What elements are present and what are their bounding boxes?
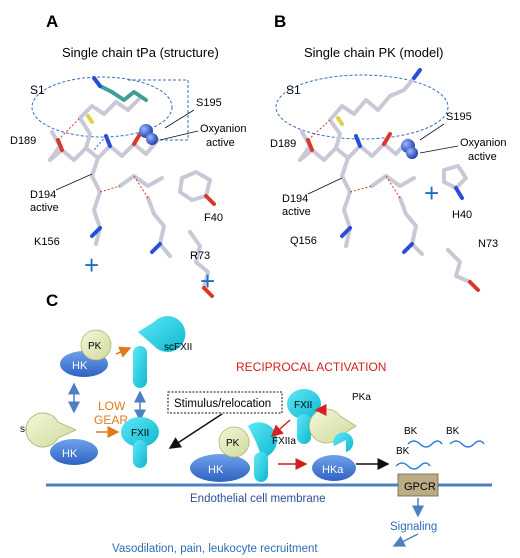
plus-icon-a2: + xyxy=(200,266,215,296)
low-gear-label-2: GEAR xyxy=(94,413,128,427)
arrow-pk-to-scfxii xyxy=(115,346,132,358)
scfxii-stem xyxy=(133,346,147,388)
s1-pocket-ellipse xyxy=(31,76,173,138)
label-h40: H40 xyxy=(452,209,472,221)
panel-a-title: Single chain tPa (structure) xyxy=(62,45,219,60)
hk-oval-mid xyxy=(190,454,250,482)
signaling-label: Signaling xyxy=(390,521,437,533)
tpa-stick-model xyxy=(48,76,216,298)
bk-label-2: BK xyxy=(446,426,460,437)
pk-label-mid: PK xyxy=(226,438,240,449)
fxiia-stem xyxy=(254,452,268,482)
scfxii-head xyxy=(138,316,186,352)
fxii-stem-top xyxy=(297,414,311,444)
arrow-stimulus xyxy=(168,413,223,449)
label-s195-a: S195 xyxy=(196,97,222,109)
hk-label-top: HK xyxy=(72,360,88,372)
low-gear-label-1: LOW xyxy=(98,399,126,413)
leader-s195-b xyxy=(419,123,445,141)
fxiia-head xyxy=(248,422,277,458)
label-d194-active-a: active xyxy=(30,202,59,214)
scpk-pacman xyxy=(25,412,77,448)
stimulus-label: Stimulus/relocation xyxy=(174,398,271,410)
label-s1-b: S1 xyxy=(286,83,301,97)
label-s1-a: S1 xyxy=(30,83,45,97)
oxyanion-box xyxy=(128,79,189,141)
hk-label-left: HK xyxy=(62,448,78,460)
reciprocal-label: RECIPROCAL ACTIVATION xyxy=(236,360,386,374)
panel-c: C HK PK scFXII LOW GEAR scPK HK FXII Sti… xyxy=(20,291,492,555)
bk-label-3: BK xyxy=(396,446,410,457)
bk-label-1: BK xyxy=(404,426,418,437)
fxii-stem-left xyxy=(133,440,147,468)
leader-d194-a xyxy=(55,173,93,191)
fxii-label-left: FXII xyxy=(131,428,149,439)
label-r73: R73 xyxy=(190,250,210,262)
leader-d194-b xyxy=(307,177,343,195)
leader-oxyanion-b xyxy=(419,145,459,154)
label-d194-a: D194 xyxy=(30,189,56,201)
fxiia-label: FXIIa xyxy=(272,436,296,447)
outcome-label: Vasodilation, pain, leukocyte recruitmen… xyxy=(112,543,318,555)
bk-wave-3 xyxy=(395,462,431,470)
label-f40: F40 xyxy=(204,212,223,224)
hka-oval xyxy=(312,455,356,481)
arrow-signaling-outcome xyxy=(392,533,419,547)
panel-b-letter: B xyxy=(274,12,286,31)
fxii-head-left xyxy=(121,417,159,447)
fxii-head-top xyxy=(287,389,321,419)
label-oxyanion-active-b: active xyxy=(468,151,497,163)
label-d194-active-b: active xyxy=(282,206,311,218)
panel-c-letter: C xyxy=(46,291,58,310)
hka-notch xyxy=(333,432,354,452)
oxyanion-sphere-b2 xyxy=(406,147,418,159)
label-oxyanion-active-a: active xyxy=(206,137,235,149)
label-d189-a: D189 xyxy=(10,135,36,147)
hk-oval-left xyxy=(50,439,98,465)
pk-stick-model xyxy=(298,68,480,292)
stimulus-box xyxy=(167,391,283,414)
label-oxyanion-b: Oxyanion xyxy=(460,137,506,149)
label-d194-b: D194 xyxy=(282,193,308,205)
pk-ball-top xyxy=(80,329,112,361)
label-n73: N73 xyxy=(478,238,498,250)
panel-a: A Single chain tPa (structure) xyxy=(10,12,246,298)
bk-wave-1 xyxy=(407,440,443,448)
oxyanion-sphere-2 xyxy=(146,133,158,145)
label-oxyanion-a: Oxyanion xyxy=(200,123,246,135)
leader-s195-a xyxy=(164,109,195,129)
leader-oxyanion-a xyxy=(159,130,199,141)
plus-icon-b: + xyxy=(424,178,439,208)
panel-a-letter: A xyxy=(46,12,58,31)
label-d189-b: D189 xyxy=(270,138,296,150)
hka-label: HKa xyxy=(322,464,344,476)
plus-icon-a1: + xyxy=(84,250,99,280)
bk-wave-2 xyxy=(449,440,485,448)
pka-label: PKa xyxy=(352,392,371,403)
tpa-hbonds xyxy=(57,117,149,199)
panel-b: B Single chain PK (model) xyxy=(270,12,506,292)
label-k156: K156 xyxy=(34,236,60,248)
tpa-hbonds-blue xyxy=(93,135,107,151)
s1-pocket-ellipse-b xyxy=(275,74,449,140)
scfxii-label: scFXII xyxy=(164,342,192,353)
hk-label-mid: HK xyxy=(208,464,224,476)
gpcr-label: GPCR xyxy=(404,481,436,493)
pk-ball-mid xyxy=(218,426,250,458)
panel-b-title: Single chain PK (model) xyxy=(304,45,443,60)
label-q156: Q156 xyxy=(290,235,317,247)
label-s195-b: S195 xyxy=(446,111,472,123)
pka-pacman xyxy=(308,408,357,444)
membrane-label: Endothelial cell membrane xyxy=(190,493,326,505)
pk-label-top: PK xyxy=(88,341,102,352)
arrow-fxii-to-fxiia xyxy=(270,419,291,437)
fxii-label-top: FXII xyxy=(294,400,312,411)
gpcr-box xyxy=(397,473,439,497)
pk-hbonds xyxy=(307,119,401,199)
